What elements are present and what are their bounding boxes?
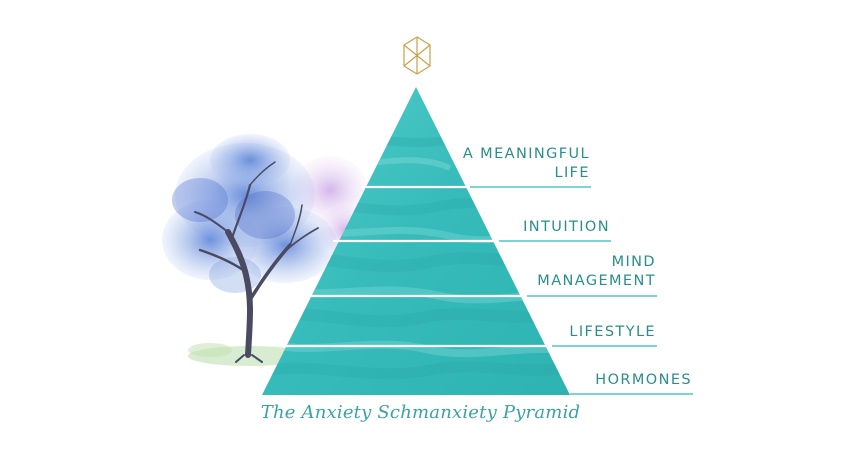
tier-label-line: LIFE xyxy=(554,165,590,181)
tier-label-line: HORMONES xyxy=(595,372,692,388)
tier-label-line: LIFESTYLE xyxy=(569,324,656,340)
tier-label-lifestyle: LIFESTYLE xyxy=(569,323,656,342)
tier-label-line: A MEANINGFUL xyxy=(462,146,590,162)
gold-hexagon-crystal-icon xyxy=(403,36,431,75)
tier-label-line: INTUITION xyxy=(523,219,610,235)
tier-label-intuition: INTUITION xyxy=(523,218,610,237)
tier-label-hormones: HORMONES xyxy=(595,371,692,390)
diagram-caption: The Anxiety Schmanxiety Pyramid xyxy=(260,402,581,423)
tier-label-meaningful-life: A MEANINGFUL LIFE xyxy=(463,145,590,183)
tier-dividers xyxy=(280,185,552,348)
tier-guide-lines xyxy=(470,186,693,395)
tier-label-line: MIND xyxy=(611,254,656,270)
tier-label-mind-management: MIND MANAGEMENT xyxy=(537,253,656,291)
tier-label-line: MANAGEMENT xyxy=(537,273,656,289)
